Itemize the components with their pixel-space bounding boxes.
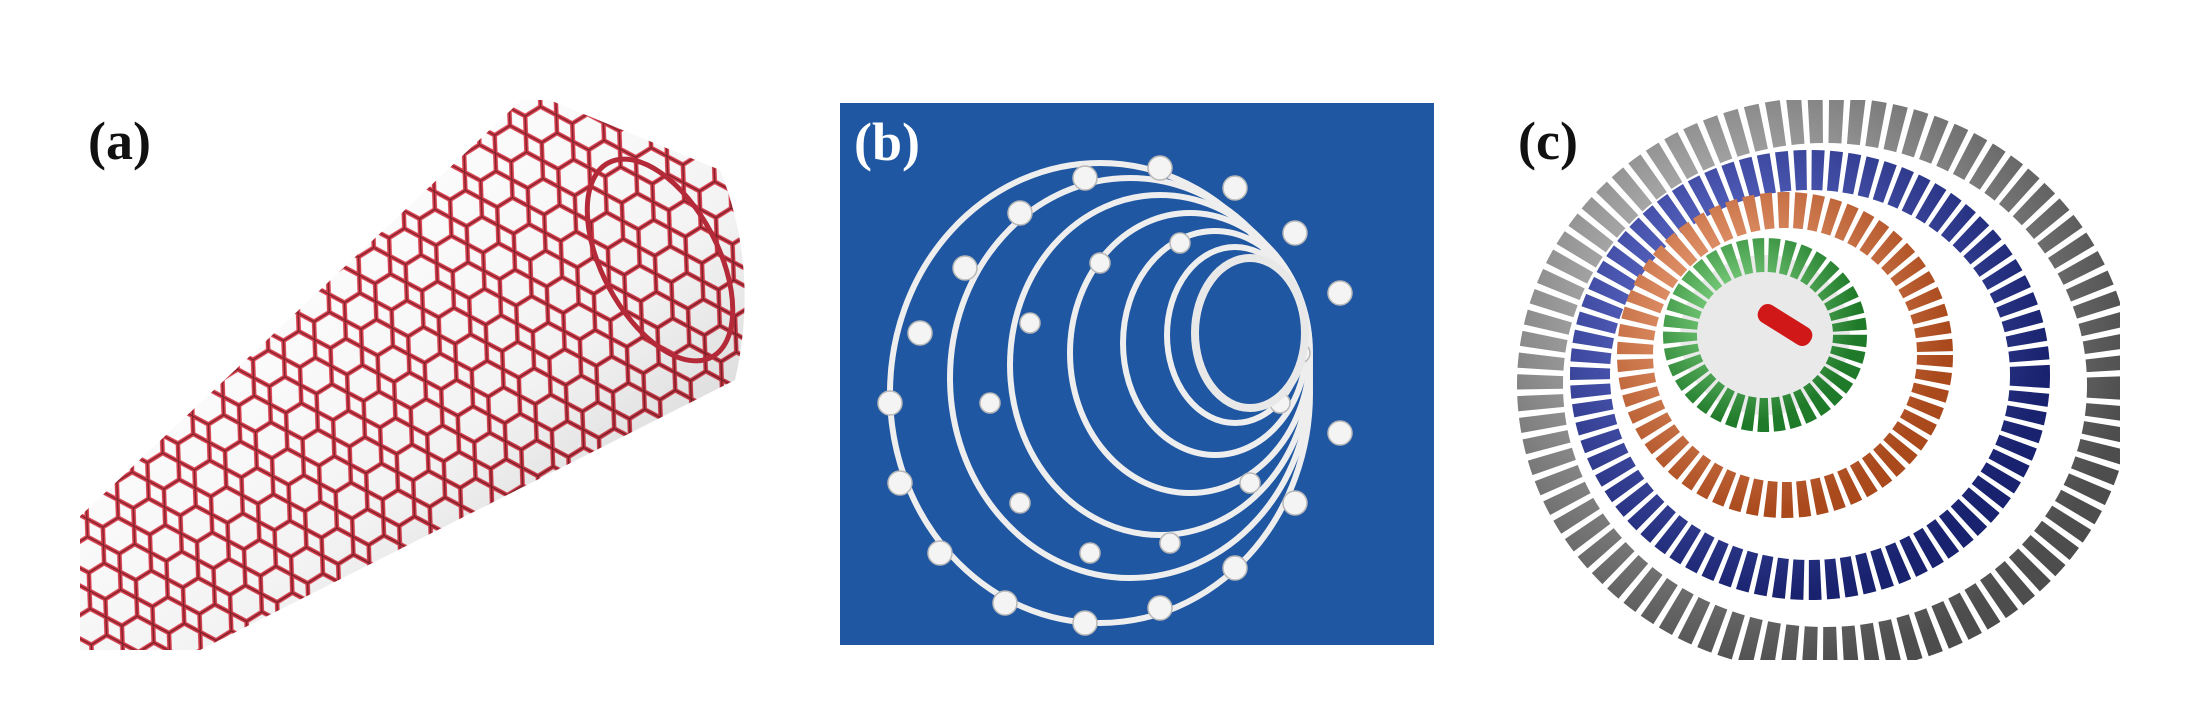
blue-shell xyxy=(1570,150,2050,600)
panel-b-label: (b) xyxy=(854,112,920,172)
blue-background xyxy=(840,103,1434,645)
red-hexagonal-nanotube-image xyxy=(80,100,745,650)
white-atoms-nanotube-image xyxy=(840,103,1434,645)
panel-a-label: (a) xyxy=(88,111,151,171)
multiwalled-nanotube-image xyxy=(1517,100,2120,660)
orange-shell xyxy=(1617,192,1953,518)
green-shell xyxy=(1663,238,1867,432)
red-core-tube xyxy=(1757,304,1813,346)
panel-c-label: (c) xyxy=(1518,111,1578,171)
tube-opening xyxy=(1191,254,1309,412)
tube-opening xyxy=(584,156,736,364)
panel-c-multiwalled-nanotube: (c) xyxy=(1500,100,2120,660)
panel-a-nanotube-lattice: (a) xyxy=(80,100,760,650)
outer-grey-shell xyxy=(1517,100,2120,660)
panel-b-ball-and-stick-nanotube: (b) xyxy=(840,103,1434,645)
